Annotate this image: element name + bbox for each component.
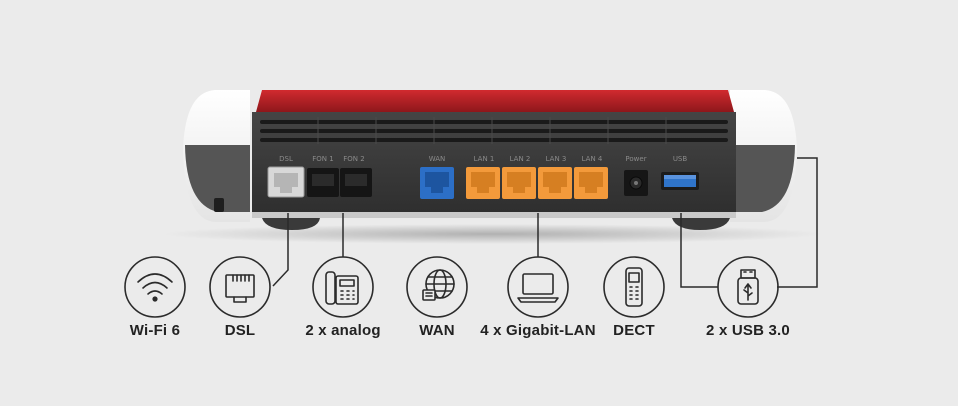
router-right-grey-base: [730, 145, 795, 212]
port-label-power: Power: [625, 155, 646, 163]
router-left-grey-base: [185, 145, 250, 212]
router-red-top: [256, 90, 734, 112]
router-shadow: [163, 224, 823, 244]
router-back-panel: [252, 112, 736, 216]
usb-port: [661, 172, 699, 190]
desk-phone-icon: [312, 256, 374, 318]
lan-port-1: [466, 167, 500, 199]
connector-dsl: [272, 213, 289, 287]
router-bottom-lip: [252, 212, 736, 218]
port-label-fon1: FON 1: [312, 155, 333, 163]
router-vents: [260, 120, 728, 142]
feature-label-wifi: Wi-Fi 6: [129, 322, 181, 339]
port-label-lan4: LAN 4: [582, 155, 603, 163]
router-left-notch: [214, 198, 224, 212]
wan-port: [420, 167, 454, 199]
port-label-usb: USB: [673, 155, 688, 163]
router-device: DSL FON 1 FON 2 WAN LAN 1 LAN 2 LAN 3 LA…: [163, 90, 823, 244]
connector-usb-b: [777, 157, 818, 288]
port-label-lan3: LAN 3: [546, 155, 567, 163]
router-foot-right: [672, 218, 730, 230]
wifi-icon: [124, 256, 186, 318]
fon-port-2: [340, 168, 372, 197]
port-label-lan1: LAN 1: [474, 155, 495, 163]
port-label-lan2: LAN 2: [510, 155, 531, 163]
connector-lines: [272, 157, 818, 288]
feature-label-dsl: DSL: [224, 322, 256, 339]
fon-port-1: [307, 168, 339, 197]
connector-usb-a: [680, 213, 718, 288]
dsl-port: [267, 166, 305, 198]
lan-port-2: [502, 167, 536, 199]
lan-port-3: [538, 167, 572, 199]
laptop-icon: [507, 256, 569, 318]
usb-stick-icon: [717, 256, 779, 318]
port-label-wan: WAN: [429, 155, 446, 163]
power-jack: [624, 170, 648, 196]
port-label-fon2: FON 2: [343, 155, 364, 163]
router-foot-left: [262, 218, 320, 230]
lan-port-4: [574, 167, 608, 199]
cordless-phone-icon: [603, 256, 665, 318]
port-label-dsl: DSL: [279, 155, 293, 163]
feature-label-analog: 2 x analog: [305, 322, 381, 339]
globe-network-icon: [406, 256, 468, 318]
feature-label-usb: 2 x USB 3.0: [706, 322, 790, 339]
feature-label-dect: DECT: [613, 322, 655, 339]
ethernet-port-icon: [209, 256, 271, 318]
feature-label-wan: WAN: [419, 322, 455, 339]
feature-label-lan: 4 x Gigabit-LAN: [480, 322, 596, 339]
